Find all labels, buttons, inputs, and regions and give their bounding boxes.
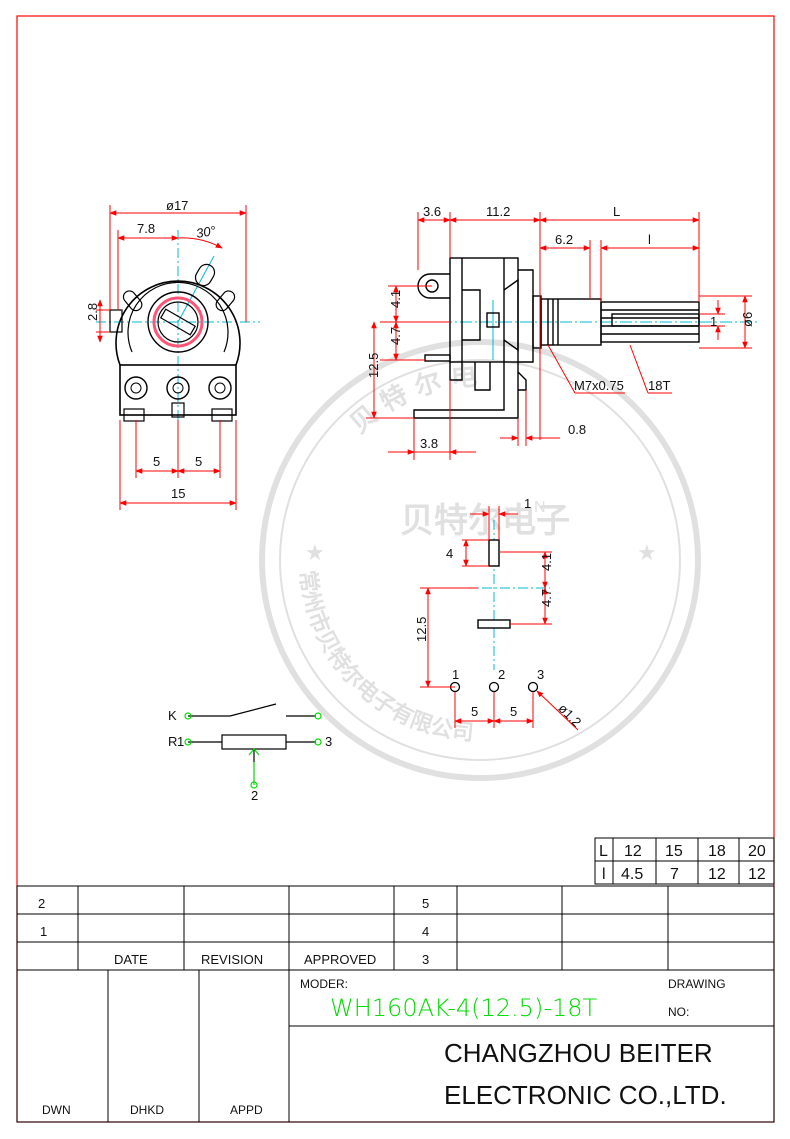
- dim-1: 1: [710, 314, 717, 329]
- pcb-dim-4-1: 4.1: [539, 553, 554, 571]
- thread-spec: M7x0.75: [574, 378, 624, 393]
- length-row-L-value-3: 18: [708, 843, 726, 860]
- length-row-L-value-2: 15: [665, 843, 683, 860]
- revision-row-2: 2: [38, 896, 45, 911]
- dim-11-2: 11.2: [486, 204, 510, 219]
- schematic-pin-3: 3: [325, 734, 332, 749]
- pcb-pin-2: 2: [498, 667, 505, 682]
- dim-2-8: 2.8: [85, 303, 100, 321]
- dim-pitch-5-right: 5: [195, 454, 202, 469]
- dim-pitch-5-left: 5: [153, 454, 160, 469]
- revision-table: 2 1 DATE REVISION APPROVED 5 4 3: [16, 885, 775, 971]
- revision-row-1: 1: [40, 924, 47, 939]
- dim-12-5: 12.5: [366, 353, 381, 378]
- revision-row-3: 3: [422, 952, 429, 967]
- revision-row-5: 5: [422, 896, 429, 911]
- pcb-dim-4: 4: [446, 546, 453, 561]
- watermark-star-left: ★: [305, 540, 325, 565]
- schematic-k-label: K: [168, 708, 177, 723]
- dim-3-6: 3.6: [423, 204, 441, 219]
- pcb-pin-1: 1: [452, 667, 459, 682]
- side-view: 3.6 11.2 L 6.2 l 4.1 4.7 12.5 1 ø6 M7x0.…: [366, 204, 760, 460]
- dim-4-7: 4.7: [388, 327, 403, 345]
- dim-7-8: 7.8: [137, 221, 155, 236]
- watermark-seal: 贝特尔电子 贝 特 尔 电 N 常州市贝特尔电子有限公司 ★ ★: [259, 339, 701, 781]
- watermark-ring-bottom-path: 常州市贝特尔电子有限公司: [294, 569, 475, 746]
- length-row-l-value-4: 12: [748, 866, 766, 883]
- watermark-star-right: ★: [637, 540, 657, 565]
- drawing-no-label: NO:: [668, 1005, 689, 1019]
- pcb-hole-diameter: ø1.2: [555, 701, 584, 730]
- pcb-pitch-5-left: 5: [471, 704, 478, 719]
- pcb-dim-1: 1: [524, 496, 531, 511]
- watermark-ring-bottom: 常州市贝特尔电子有限公司: [294, 569, 475, 746]
- dim-angle-30: 30°: [195, 223, 217, 241]
- model-number: WH160AK-4(12.5)-18T: [330, 994, 598, 1022]
- dim-0-8: 0.8: [568, 422, 586, 437]
- pcb-dim-4-7: 4.7: [539, 589, 554, 607]
- pcb-pin-3: 3: [537, 667, 544, 682]
- dim-L: L: [613, 204, 620, 219]
- title-block: MODER: WH160AK-4(12.5)-18T DRAWING NO: C…: [16, 969, 775, 1123]
- length-row-L-key: L: [599, 843, 608, 860]
- moder-label: MODER:: [300, 977, 348, 991]
- pcb-pitch-5-right: 5: [510, 704, 517, 719]
- watermark-ring-right: N: [534, 499, 546, 516]
- length-row-l-value-2: 7: [670, 866, 679, 883]
- revision-row-4: 4: [422, 924, 429, 939]
- revision-header-date: DATE: [114, 952, 148, 967]
- revision-header-revision: REVISION: [201, 952, 263, 967]
- schematic-r-label: R: [168, 734, 177, 749]
- schematic-symbol: K R 1 3 2: [168, 703, 332, 803]
- dim-l: l: [648, 232, 651, 247]
- length-row-L-value-1: 12: [624, 843, 642, 860]
- dim-shaft-diameter-6: ø6: [740, 312, 755, 327]
- front-view: ø17 7.8 30° 2.8 5 5 15: [85, 198, 260, 510]
- length-row-L-value-4: 20: [748, 843, 766, 860]
- company-name-line1: CHANGZHOU BEITER: [444, 1038, 713, 1068]
- length-table: L 12 15 18 20 l 4.5 7 12 12: [594, 837, 775, 885]
- length-row-l-key: l: [602, 866, 606, 883]
- drawing-label: DRAWING: [668, 977, 726, 991]
- teeth-spec: 18T: [648, 378, 670, 393]
- dim-3-8: 3.8: [420, 436, 438, 451]
- schematic-pin-2: 2: [251, 788, 258, 803]
- pcb-dim-12-5: 12.5: [414, 617, 429, 642]
- length-row-l-value-1: 4.5: [621, 866, 643, 883]
- sign-appd: APPD: [230, 1103, 263, 1117]
- company-name-line2: ELECTRONIC CO.,LTD.: [444, 1080, 727, 1110]
- sign-dhkd: DHKD: [130, 1103, 164, 1117]
- revision-header-approved: APPROVED: [304, 952, 376, 967]
- dim-6-2: 6.2: [555, 232, 573, 247]
- watermark-center-text: 贝特尔电子: [400, 501, 570, 541]
- sign-dwn: DWN: [42, 1103, 71, 1117]
- dim-diameter-17: ø17: [166, 198, 188, 213]
- length-row-l-value-3: 12: [708, 866, 726, 883]
- schematic-pin-1: 1: [177, 734, 184, 749]
- dim-4-1: 4.1: [388, 290, 403, 308]
- dim-width-15: 15: [171, 486, 185, 501]
